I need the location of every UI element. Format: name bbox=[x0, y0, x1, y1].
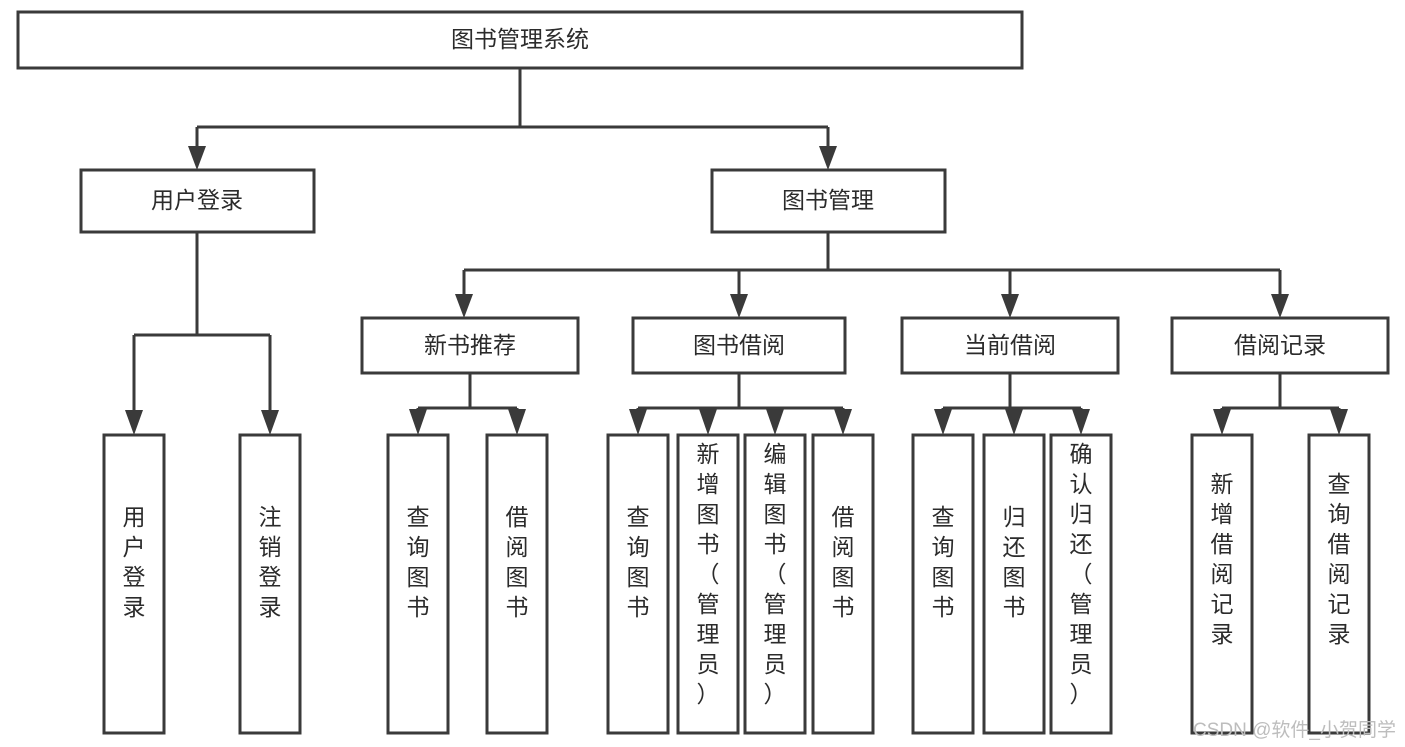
node-box[interactable] bbox=[386, 433, 450, 735]
arrow-head-icon bbox=[1330, 409, 1348, 435]
node-leaf-query-book-current[interactable]: 查询图书 bbox=[911, 433, 975, 735]
arrow-head-icon bbox=[834, 409, 852, 435]
arrow-head-icon bbox=[409, 409, 427, 435]
node-leaf-edit-book-admin[interactable]: 编辑图书（管理员） bbox=[743, 433, 807, 735]
arrow-head-icon bbox=[699, 409, 717, 435]
arrow-head-icon bbox=[188, 146, 206, 170]
node-leaf-return-book[interactable]: 归还图书 bbox=[982, 433, 1046, 735]
node-label: 用户登录 bbox=[123, 504, 146, 620]
node-level1-user-login[interactable]: 用户登录 bbox=[79, 168, 316, 234]
arrow-head-icon bbox=[766, 409, 784, 435]
node-leaf-query-book-newbook[interactable]: 查询图书 bbox=[386, 433, 450, 735]
node-box[interactable] bbox=[911, 433, 975, 735]
node-label: 查询图书 bbox=[407, 504, 430, 620]
arrow-head-icon bbox=[1005, 409, 1023, 435]
node-level2-borrow-record[interactable]: 借阅记录 bbox=[1170, 316, 1390, 375]
node-leaf-borrow-book-borrow[interactable]: 借阅图书 bbox=[811, 433, 875, 735]
arrow-head-icon bbox=[1271, 294, 1289, 318]
watermark: CSDN @软件_小贺同学 bbox=[1193, 719, 1396, 741]
node-root-box[interactable] bbox=[16, 10, 1024, 70]
node-label: 借阅图书 bbox=[832, 504, 855, 620]
node-root-label: 图书管理系统 bbox=[451, 26, 589, 52]
node-box[interactable] bbox=[710, 168, 947, 234]
arrow-head-icon bbox=[1072, 409, 1090, 435]
node-leaf-query-book-borrow[interactable]: 查询图书 bbox=[606, 433, 670, 735]
arrow-head-icon bbox=[125, 410, 143, 435]
node-label: 归还图书 bbox=[1003, 504, 1026, 620]
node-level2-book-borrow[interactable]: 图书借阅 bbox=[631, 316, 847, 375]
arrow-head-icon bbox=[1001, 294, 1019, 318]
node-label: 编辑图书（管理员） bbox=[764, 441, 787, 707]
node-box[interactable] bbox=[485, 433, 549, 735]
node-leaf-add-book-admin[interactable]: 新增图书（管理员） bbox=[676, 433, 740, 735]
arrow-head-icon bbox=[629, 409, 647, 435]
node-box[interactable] bbox=[1049, 433, 1113, 735]
arrow-head-icon bbox=[1213, 409, 1231, 435]
node-label: 查询图书 bbox=[627, 504, 650, 620]
node-leaf-logout[interactable]: 注销登录 bbox=[238, 433, 302, 735]
node-box[interactable] bbox=[631, 316, 847, 375]
arrow-head-icon bbox=[508, 409, 526, 435]
node-label: 图书借阅 bbox=[693, 332, 785, 358]
node-box[interactable] bbox=[360, 316, 580, 375]
node-box[interactable] bbox=[102, 433, 166, 735]
node-box[interactable] bbox=[900, 316, 1120, 375]
node-box[interactable] bbox=[676, 433, 740, 735]
node-box[interactable] bbox=[982, 433, 1046, 735]
node-box[interactable] bbox=[238, 433, 302, 735]
node-label: 确认归还（管理员） bbox=[1070, 441, 1093, 707]
node-box[interactable] bbox=[1307, 433, 1371, 735]
node-leaf-confirm-return-admin[interactable]: 确认归还（管理员） bbox=[1049, 433, 1113, 735]
node-label: 新增图书（管理员） bbox=[697, 441, 720, 707]
node-label: 注销登录 bbox=[259, 504, 282, 620]
node-box[interactable] bbox=[1190, 433, 1254, 735]
node-label: 查询图书 bbox=[932, 504, 955, 620]
node-leaf-borrow-book-newbook[interactable]: 借阅图书 bbox=[485, 433, 549, 735]
arrow-head-icon bbox=[934, 409, 952, 435]
node-leaf-add-borrow-record[interactable]: 新增借阅记录 bbox=[1190, 433, 1254, 735]
node-label: 借阅记录 bbox=[1234, 332, 1326, 358]
node-label: 新书推荐 bbox=[424, 332, 516, 358]
node-leaf-user-login[interactable]: 用户登录 bbox=[102, 433, 166, 735]
node-box[interactable] bbox=[811, 433, 875, 735]
node-root[interactable]: 图书管理系统 bbox=[16, 10, 1024, 70]
connector-layer bbox=[125, 68, 1348, 435]
arrow-head-icon bbox=[819, 146, 837, 170]
node-label: 当前借阅 bbox=[964, 332, 1056, 358]
leaf-nodes-layer: 用户登录 注销登录 查询图书 借阅图书 查询图书 新增图书（管理员） bbox=[102, 433, 1371, 735]
node-leaf-query-borrow-record[interactable]: 查询借阅记录 bbox=[1307, 433, 1371, 735]
node-label: 查询借阅记录 bbox=[1328, 471, 1351, 647]
node-box[interactable] bbox=[79, 168, 316, 234]
node-level2-new-book-recommend[interactable]: 新书推荐 bbox=[360, 316, 580, 375]
node-label: 借阅图书 bbox=[506, 504, 529, 620]
node-level1-book-management[interactable]: 图书管理 bbox=[710, 168, 947, 234]
arrow-head-icon bbox=[261, 410, 279, 435]
arrow-head-icon bbox=[455, 294, 473, 318]
node-label: 图书管理 bbox=[782, 187, 874, 213]
node-label: 用户登录 bbox=[151, 187, 243, 213]
node-box[interactable] bbox=[606, 433, 670, 735]
node-label: 新增借阅记录 bbox=[1211, 471, 1234, 647]
node-level2-current-borrow[interactable]: 当前借阅 bbox=[900, 316, 1120, 375]
node-box[interactable] bbox=[1170, 316, 1390, 375]
arrow-head-icon bbox=[730, 294, 748, 318]
node-box[interactable] bbox=[743, 433, 807, 735]
